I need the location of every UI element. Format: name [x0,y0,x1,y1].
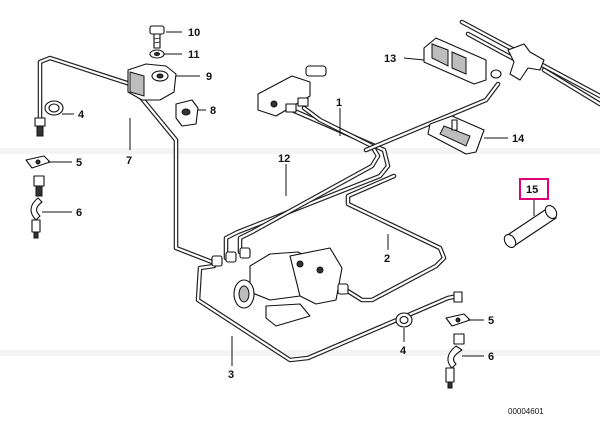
label-9[interactable]: 9 [206,71,212,83]
label-1[interactable]: 1 [336,97,342,109]
label-6-left[interactable]: 6 [76,207,82,219]
part-11-washer[interactable] [149,49,165,59]
part-9-bracket[interactable] [127,63,177,101]
part-10-bolt[interactable] [149,25,165,49]
pump-motor-unit[interactable] [211,247,343,327]
part-6-hose-right[interactable] [445,333,465,389]
callout-labels: 10 11 9 8 4 5 6 7 1 12 2 3 4 5 6 13 14 1… [76,27,549,381]
label-5-right[interactable]: 5 [488,315,494,327]
pipe-2-fitting[interactable] [337,283,349,295]
label-11[interactable]: 11 [188,49,200,61]
label-5-left[interactable]: 5 [76,157,82,169]
label-12[interactable]: 12 [278,153,290,165]
pipe-7-fitting[interactable] [34,117,46,137]
part-5-clamp-right[interactable] [445,313,471,327]
part-5-clamp-left[interactable] [25,155,51,169]
label-4-upper[interactable]: 4 [78,109,85,121]
diagram-reference-number: 00004601 [508,407,544,416]
label-7[interactable]: 7 [126,155,132,167]
pipe-3[interactable] [195,263,461,363]
leader-lines [42,31,535,366]
part-13-valve-block[interactable] [423,37,502,85]
label-6-right[interactable]: 6 [488,351,494,363]
part-6-hose-left[interactable] [30,175,45,239]
watermark [0,148,600,356]
pipe-main-run[interactable] [363,81,501,153]
pipe-12[interactable] [223,107,391,261]
label-3[interactable]: 3 [228,369,234,381]
pipe-3-fitting[interactable] [453,291,463,303]
label-10[interactable]: 10 [188,27,200,39]
part-4-grommet-lower[interactable] [395,312,413,328]
label-4-lower[interactable]: 4 [400,345,407,357]
pipe-2[interactable] [343,173,447,303]
part-8-clip[interactable] [175,99,199,127]
part-15-sleeve[interactable] [502,203,559,249]
label-14[interactable]: 14 [512,133,525,145]
pipe-1[interactable] [237,105,381,255]
highlight-box-15 [519,178,549,200]
label-2[interactable]: 2 [384,253,390,265]
distribution-block[interactable] [257,65,327,117]
part-4-grommet-upper[interactable] [44,100,64,116]
part-14-bracket[interactable] [427,115,485,155]
label-8[interactable]: 8 [210,105,216,117]
label-13[interactable]: 13 [384,53,396,65]
label-15[interactable]: 15 [526,184,538,196]
tee-fitting[interactable] [507,43,545,81]
